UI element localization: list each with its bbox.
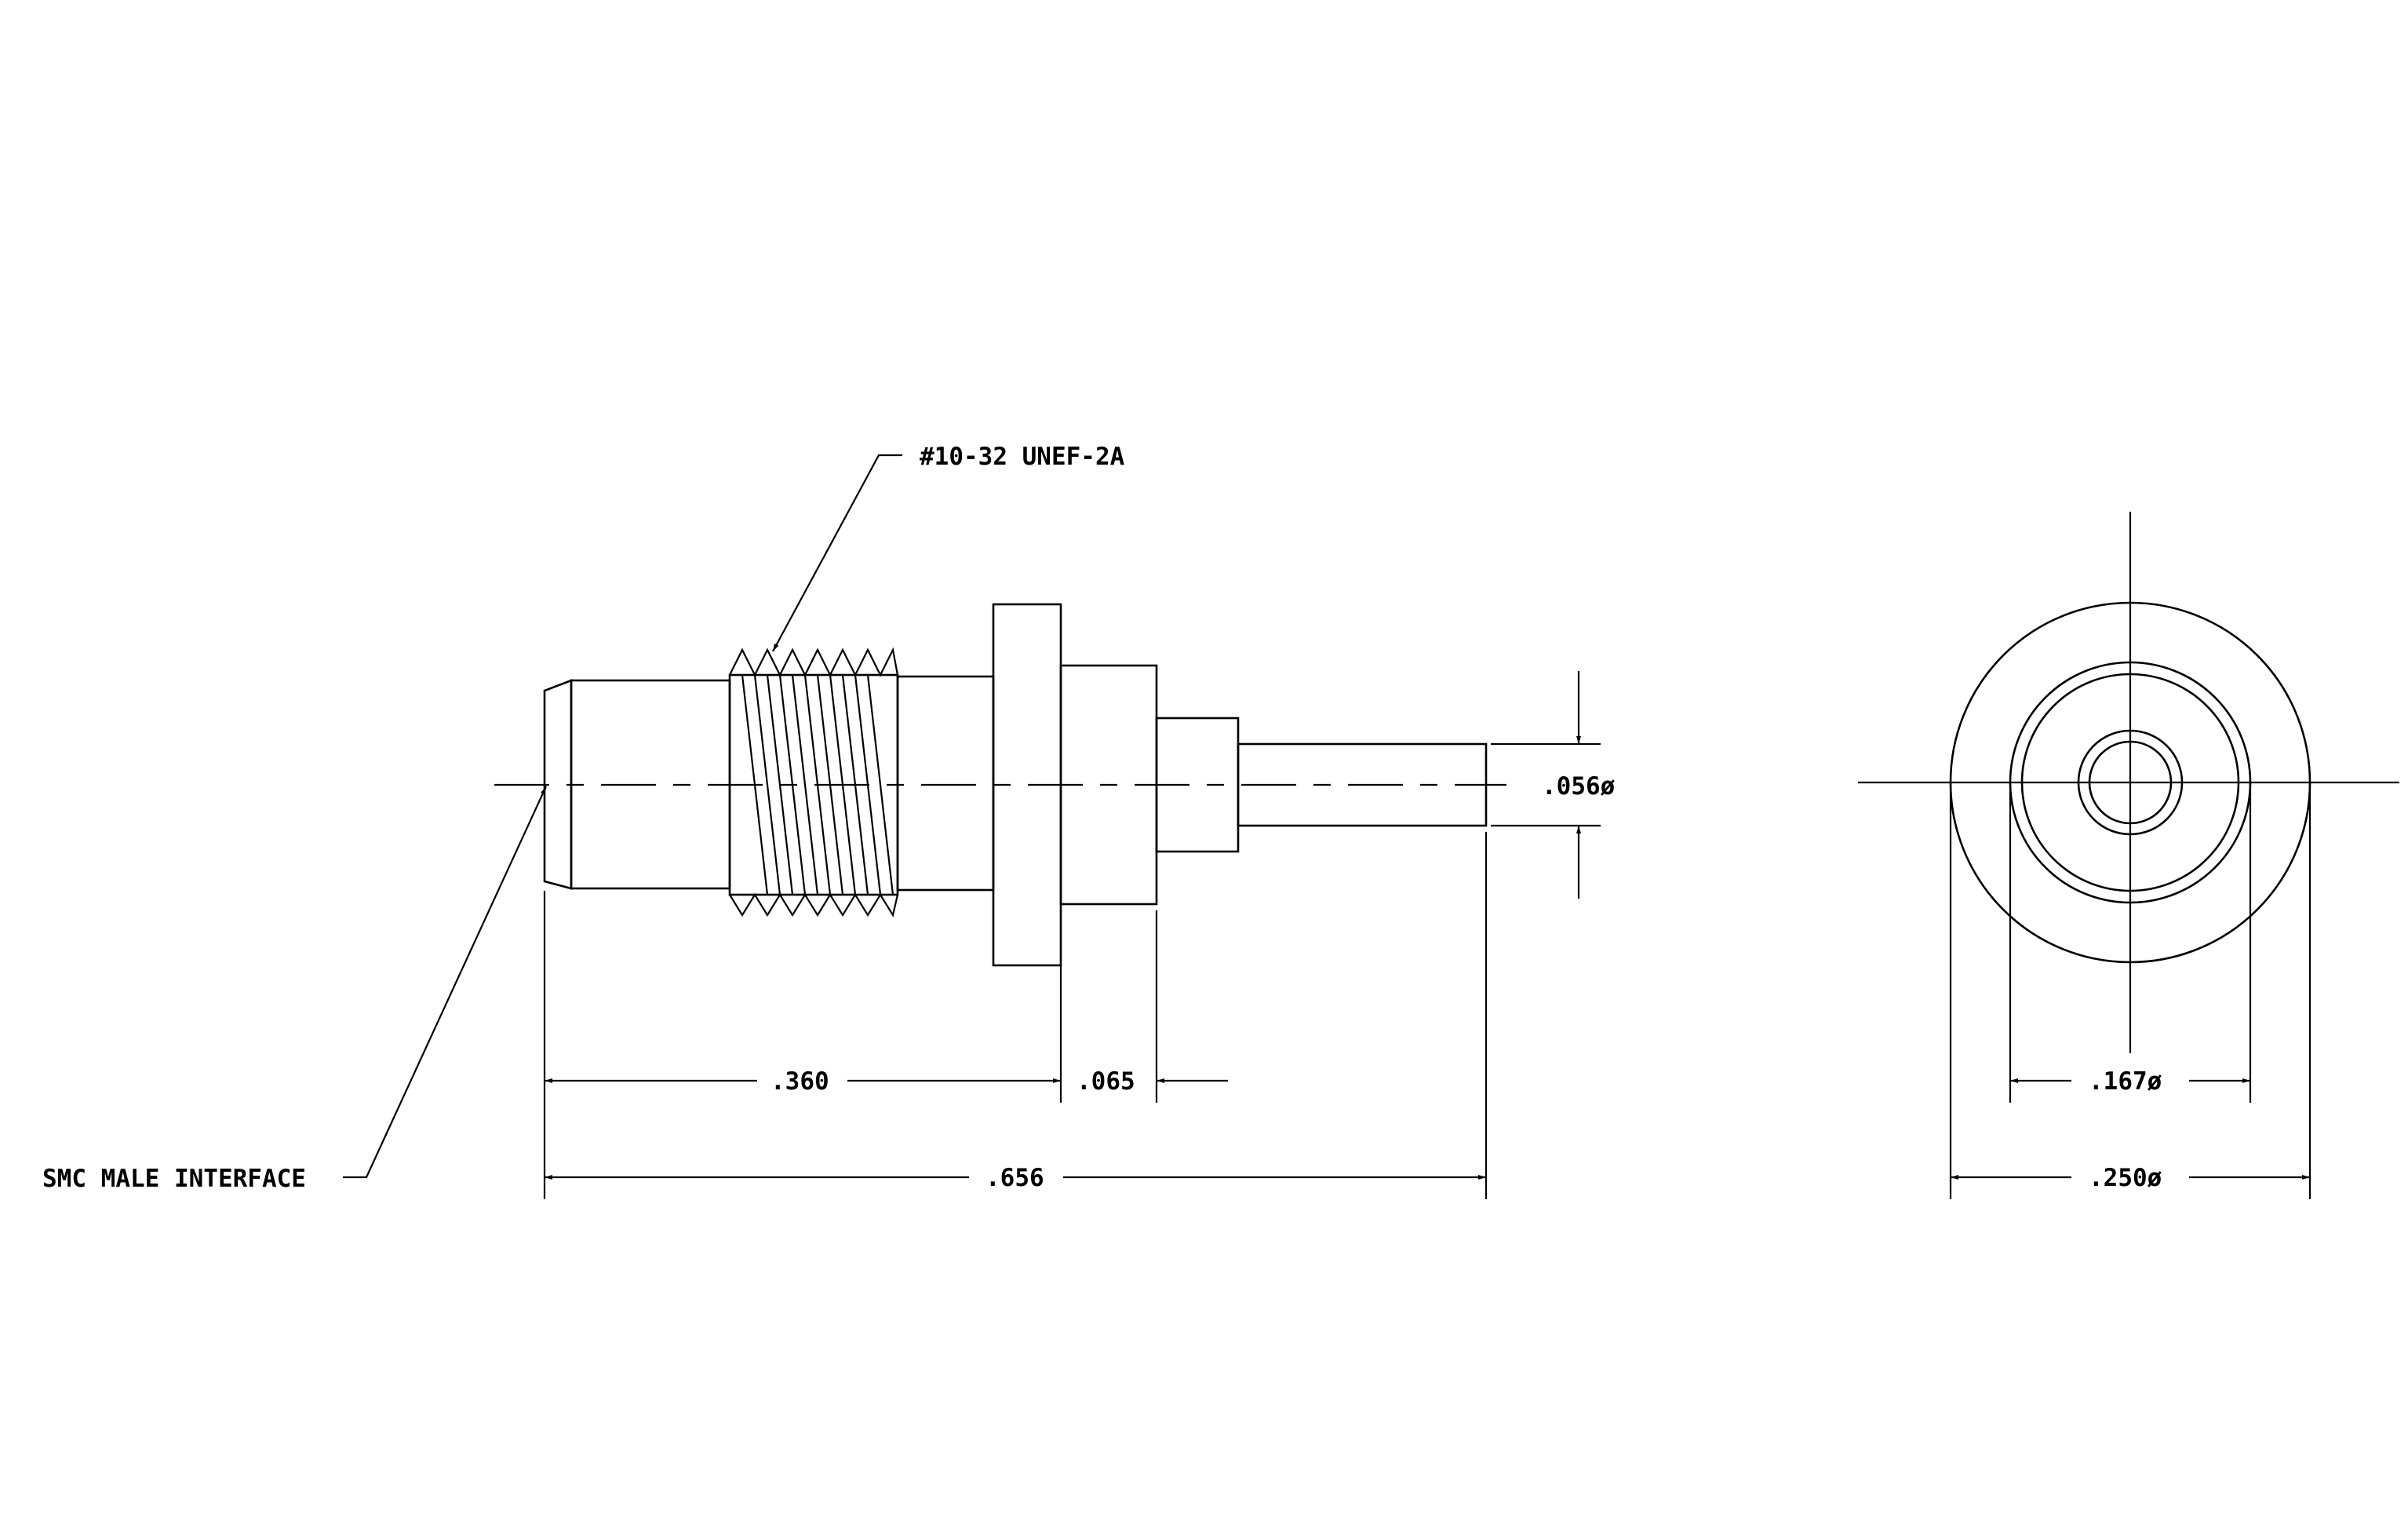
flange-width-dim: .065 [1076,1067,1228,1096]
pin-circle [2088,740,2173,825]
mid-circle-inner [2020,673,2240,892]
pin-diameter-label: .056ø [1542,772,1616,801]
thread-callout: #10-32 UNEF-2A [772,443,1125,652]
outer-diameter-label: .250ø [2089,1164,2162,1192]
interface-callout: SMC MALE INTERFACE [42,786,547,1193]
inner-circle [2077,729,2184,836]
thread-callout-label: #10-32 UNEF-2A [920,443,1125,471]
front-length-label: .360 [770,1067,829,1096]
inner-diameter-label: .167ø [2089,1067,2162,1096]
thread-helix [741,674,894,895]
overall-length-label: .656 [985,1164,1044,1192]
end-view-extension-lines [1949,782,2311,1199]
inner-diameter-dim: .167ø [2010,1067,2250,1096]
outer-diameter-dim: .250ø [1951,1164,2310,1192]
extension-lines [543,832,1488,1199]
pin [1237,742,1488,827]
flange-width-label: .065 [1076,1067,1135,1096]
rear-body [896,675,995,892]
overall-length-dim: .656 [545,1164,1486,1192]
end-view: .167ø .250ø [1858,512,2399,1199]
pin-diameter-dim: .056ø [1491,671,1616,899]
thread-crests [729,647,899,917]
interface-callout-label: SMC MALE INTERFACE [42,1165,306,1193]
side-view: .056ø .360 .065 .656 #10-3 [42,443,1616,1199]
front-length-dim: .360 [545,1067,1061,1096]
